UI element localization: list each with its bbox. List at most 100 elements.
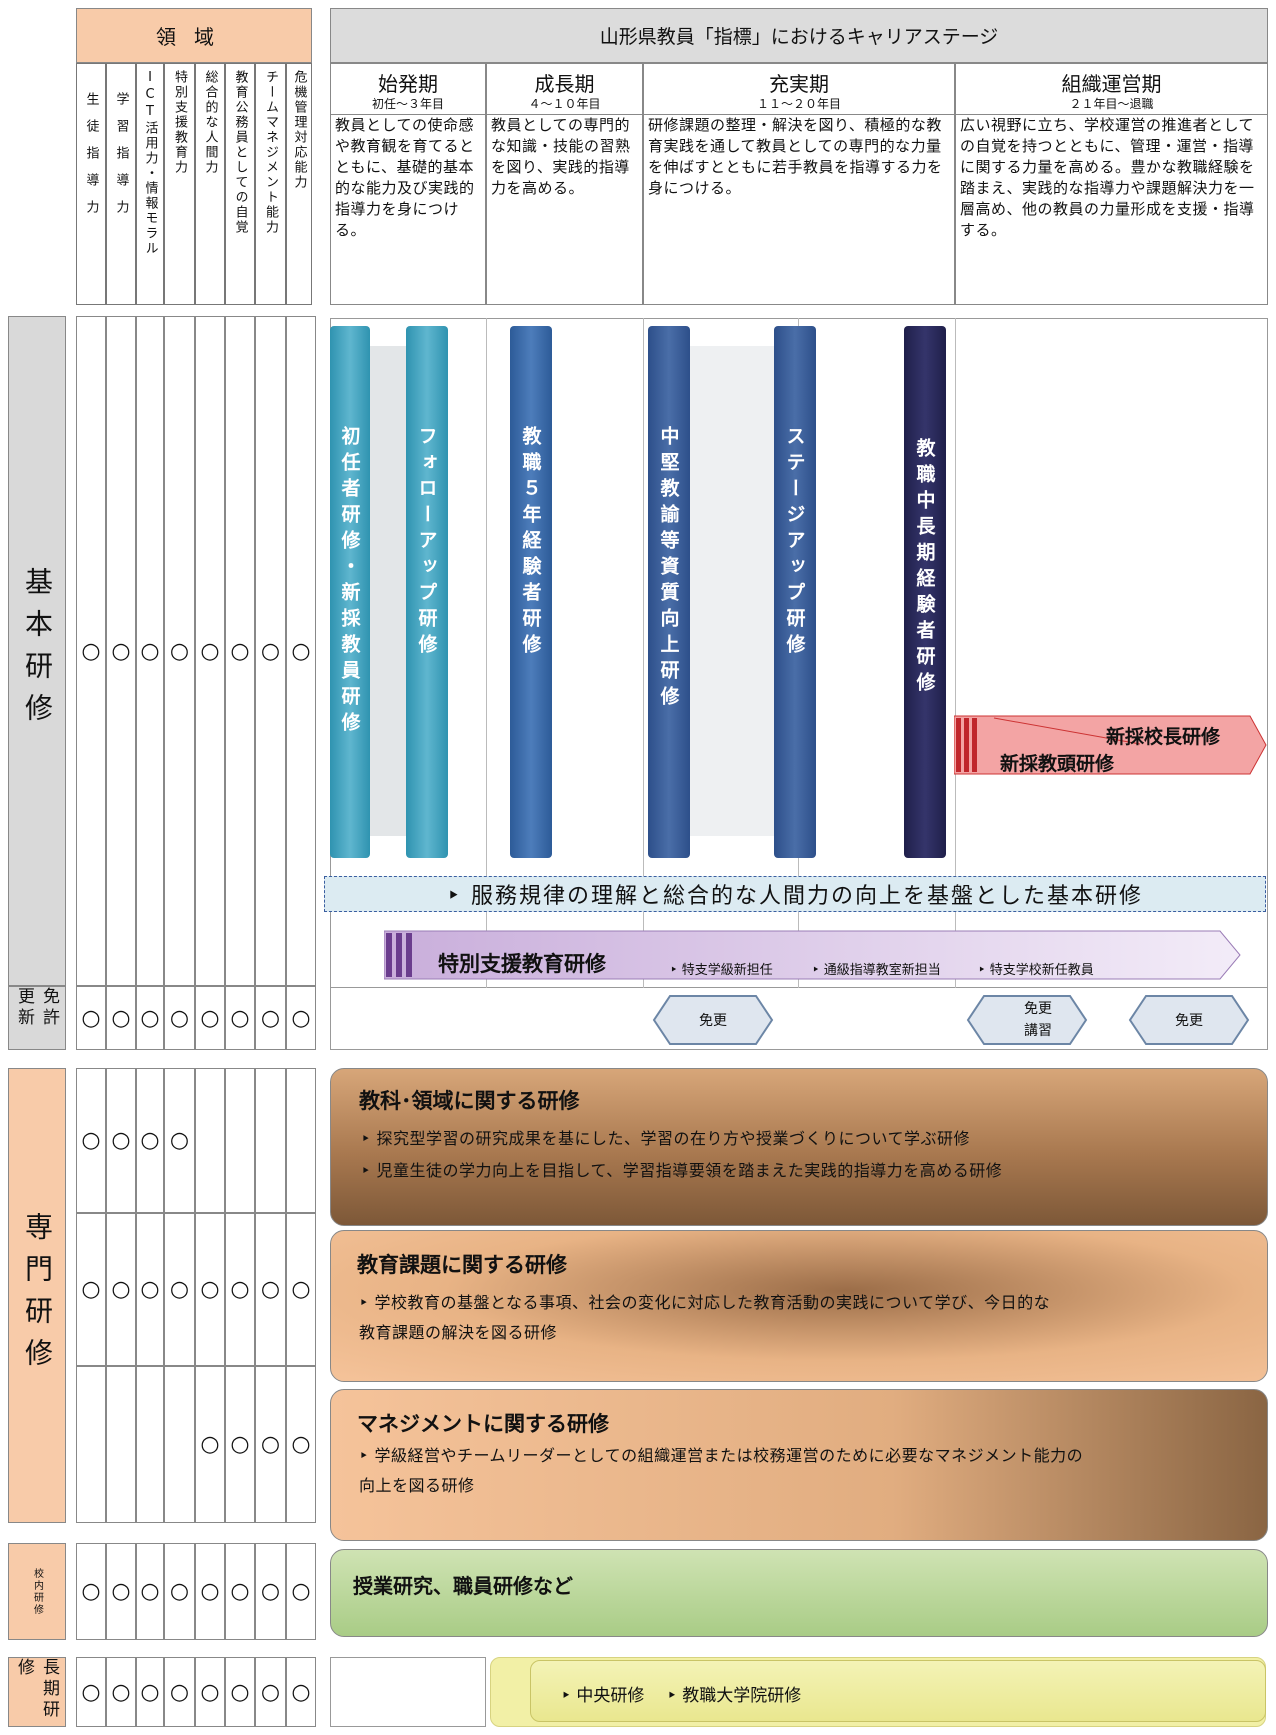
row-label-menkyo: 免許更新 bbox=[8, 986, 66, 1050]
mark-menkyo-3: ○ bbox=[136, 986, 164, 1050]
mark-choki-5: ○ bbox=[195, 1657, 225, 1727]
mark-senmon-2-8: ○ bbox=[286, 1213, 316, 1366]
mark-choki-6: ○ bbox=[225, 1657, 255, 1727]
book-stageup: ステージアップ研修 bbox=[774, 326, 816, 858]
mark-konai-3: ○ bbox=[136, 1543, 164, 1640]
mark-senmon-3-7: ○ bbox=[255, 1366, 286, 1523]
mark-senmon-1-7 bbox=[255, 1068, 286, 1213]
mark-choki-7: ○ bbox=[255, 1657, 286, 1727]
mark-menkyo-5: ○ bbox=[195, 986, 225, 1050]
mark-kihon-5: ○ bbox=[195, 316, 225, 986]
mark-senmon-2-7: ○ bbox=[255, 1213, 286, 1366]
domain-header: 領域 bbox=[76, 8, 312, 63]
choki-left-blank bbox=[330, 1657, 486, 1727]
vice-principal-label: 新採教頭研修 bbox=[1000, 753, 1115, 775]
mark-choki-2: ○ bbox=[106, 1657, 136, 1727]
domain-col-7: チームマネジメント能力 bbox=[255, 63, 286, 305]
stage-years: ２１年目～退職 bbox=[956, 94, 1267, 115]
mark-senmon-1-1: ○ bbox=[76, 1068, 106, 1213]
mark-kihon-3: ○ bbox=[136, 316, 164, 986]
mark-senmon-3-2 bbox=[106, 1366, 136, 1523]
konai-box: 授業研究、職員研修など bbox=[330, 1549, 1268, 1637]
koushin-label-3: 免更 bbox=[1175, 1013, 1203, 1029]
mark-menkyo-7: ○ bbox=[255, 986, 286, 1050]
tokushi-item-3: ‣ 特支学校新任教員 bbox=[978, 963, 1094, 978]
mark-senmon-3-8: ○ bbox=[286, 1366, 316, 1523]
tokushi-item-1: ‣ 特支学級新担任 bbox=[670, 963, 773, 978]
stage-name: 成長期 bbox=[534, 72, 595, 96]
stage-desc: 広い視野に立ち、学校運営の推進者としての自覚を持つとともに、管理・運営・指導に関… bbox=[960, 116, 1255, 239]
mark-choki-3: ○ bbox=[136, 1657, 164, 1727]
mark-senmon-1-8 bbox=[286, 1068, 316, 1213]
mark-konai-5: ○ bbox=[195, 1543, 225, 1640]
domain-col-8: 危機管理対応能力 bbox=[286, 63, 312, 305]
book-followup: フォローアップ研修 bbox=[406, 326, 448, 858]
stage-desc: 研修課題の整理・解決を図り、積極的な教育実践を通して教員としての専門的な力量を伸… bbox=[648, 116, 943, 197]
mark-senmon-2-6: ○ bbox=[225, 1213, 255, 1366]
mark-choki-4: ○ bbox=[164, 1657, 195, 1727]
mark-senmon-1-2: ○ bbox=[106, 1068, 136, 1213]
mark-senmon-2-3: ○ bbox=[136, 1213, 164, 1366]
stage-name: 充実期 bbox=[769, 72, 829, 96]
mark-kihon-6: ○ bbox=[225, 316, 255, 986]
book-kyoshoku5: 教職５年経験者研修 bbox=[510, 326, 552, 858]
mark-kihon-2: ○ bbox=[106, 316, 136, 986]
mark-senmon-1-3: ○ bbox=[136, 1068, 164, 1213]
principal-arrow bbox=[954, 715, 1267, 775]
mark-konai-1: ○ bbox=[76, 1543, 106, 1640]
mark-senmon-1-4: ○ bbox=[164, 1068, 195, 1213]
mark-konai-8: ○ bbox=[286, 1543, 316, 1640]
tokushi-item-2: ‣ 通級指導教室新担当 bbox=[812, 963, 941, 978]
domain-col-4: 特別支援教育力 bbox=[164, 63, 195, 305]
mark-menkyo-8: ○ bbox=[286, 986, 316, 1050]
row-label-kihon: 基本研修 bbox=[8, 316, 66, 986]
mark-senmon-1-6 bbox=[225, 1068, 255, 1213]
mark-senmon-3-1 bbox=[76, 1366, 106, 1523]
stage-years: １１～２０年目 bbox=[644, 94, 954, 115]
row-label-senmon: 専門研修 bbox=[8, 1068, 66, 1523]
koushin-hex-2 bbox=[966, 995, 1088, 1045]
senmon-box-management: マネジメントに関する研修 ‣ 学級経営やチームリーダーとしての組織運営または校務… bbox=[330, 1389, 1268, 1541]
senmon-box-kadai: 教育課題に関する研修 ‣ 学校教育の基盤となる事項、社会の変化に対応した教育活動… bbox=[330, 1230, 1268, 1382]
mark-kihon-8: ○ bbox=[286, 316, 316, 986]
mark-senmon-2-2: ○ bbox=[106, 1213, 136, 1366]
stage-desc: 教員としての専門的な知識・技能の習熟を図り、実践的指導力を高める。 bbox=[491, 116, 631, 197]
mark-menkyo-4: ○ bbox=[164, 986, 195, 1050]
mark-kihon-1: ○ bbox=[76, 316, 106, 986]
mark-kihon-4: ○ bbox=[164, 316, 195, 986]
mark-senmon-3-4 bbox=[164, 1366, 195, 1523]
mark-menkyo-2: ○ bbox=[106, 986, 136, 1050]
koushin-label-1: 免更 bbox=[699, 1013, 727, 1029]
stage-years: ４～１０年目 bbox=[487, 94, 642, 115]
career-header: 山形県教員「指標」におけるキャリアステージ bbox=[330, 8, 1268, 63]
koushin-hex-3 bbox=[1128, 995, 1250, 1045]
stage-name: 組織運営期 bbox=[1061, 72, 1162, 96]
mark-choki-8: ○ bbox=[286, 1657, 316, 1727]
tokushi-arrow bbox=[384, 930, 1241, 980]
mark-menkyo-6: ○ bbox=[225, 986, 255, 1050]
mark-kihon-7: ○ bbox=[255, 316, 286, 986]
book-shoninsha: 初任者研修・新採教員研修 bbox=[330, 326, 370, 858]
mark-choki-1: ○ bbox=[76, 1657, 106, 1727]
mark-senmon-1-5 bbox=[195, 1068, 225, 1213]
row-label-choki: 長期研修 bbox=[8, 1657, 66, 1727]
stage-1: 始発期初任～３年目教員としての使命感や教育観を育てるとともに、基礎的基本的な能力… bbox=[330, 63, 486, 305]
mark-senmon-3-5: ○ bbox=[195, 1366, 225, 1523]
domain-col-3: ICT活用力・情報モラル bbox=[136, 63, 164, 305]
book-chuchoki: 教職中長期経験者研修 bbox=[904, 326, 946, 858]
stage-years: 初任～３年目 bbox=[331, 94, 485, 115]
koushin-label-2: 免更講習 bbox=[1024, 1001, 1052, 1039]
principal-label: 新採校長研修 bbox=[1106, 726, 1221, 748]
stage-name: 始発期 bbox=[378, 72, 438, 96]
mark-konai-6: ○ bbox=[225, 1543, 255, 1640]
mark-konai-4: ○ bbox=[164, 1543, 195, 1640]
mark-senmon-2-5: ○ bbox=[195, 1213, 225, 1366]
domain-col-2: 学習指導力 bbox=[106, 63, 136, 305]
kihon-banner: ‣ 服務規律の理解と総合的な人間力の向上を基盤とした基本研修 bbox=[324, 876, 1266, 912]
koushin-hex-1 bbox=[652, 995, 774, 1045]
mark-senmon-2-4: ○ bbox=[164, 1213, 195, 1366]
book-chuken: 中堅教諭等資質向上研修 bbox=[648, 326, 690, 858]
